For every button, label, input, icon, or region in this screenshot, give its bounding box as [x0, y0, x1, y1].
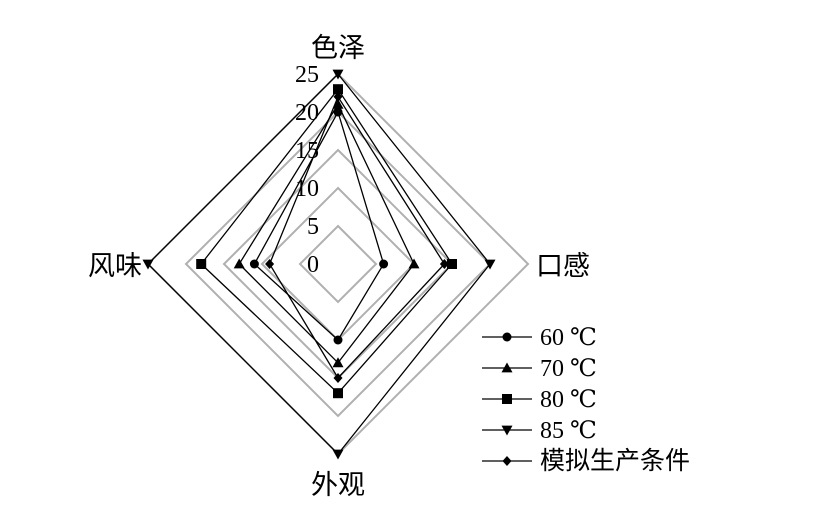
- series-1: [233, 98, 420, 368]
- grid-ring-5: [298, 224, 378, 304]
- data-point: [333, 388, 343, 399]
- legend-marker: [502, 332, 512, 342]
- data-point: [196, 259, 207, 269]
- data-point: [447, 259, 457, 269]
- legend-label: 80 ℃: [540, 387, 597, 413]
- data-point: [332, 357, 344, 368]
- series-2: [196, 84, 457, 399]
- data-point: [249, 259, 259, 269]
- grid-ring-10: [260, 186, 416, 342]
- legend-label: 60 ℃: [540, 325, 597, 351]
- data-point: [332, 69, 344, 80]
- tick-label: 25: [295, 62, 319, 88]
- tick-label: 10: [295, 176, 319, 202]
- data-point: [233, 258, 245, 269]
- data-point: [332, 98, 344, 109]
- series-layer: [142, 69, 496, 460]
- data-point: [333, 84, 343, 95]
- legend-marker: [502, 394, 512, 404]
- data-point: [142, 259, 154, 270]
- data-point: [333, 373, 343, 383]
- axis-label-left: 风味: [88, 251, 142, 282]
- legend-marker: [502, 456, 512, 466]
- axis-label-bottom: 外观: [311, 470, 365, 501]
- data-point: [333, 91, 343, 102]
- grid-ring-20: [184, 110, 492, 418]
- legend-item-4: 模拟生产条件: [482, 446, 690, 475]
- legend-item-0: 60 ℃: [482, 325, 597, 351]
- axis-label-top: 色泽: [311, 33, 365, 64]
- legend-item-1: 70 ℃: [482, 356, 597, 382]
- data-point: [408, 258, 420, 269]
- axis-label-right: 口感: [536, 251, 590, 282]
- data-point: [333, 335, 343, 345]
- legend-item-2: 80 ℃: [482, 387, 597, 413]
- data-point: [379, 259, 389, 269]
- legend-item-3: 85 ℃: [482, 418, 597, 444]
- data-point: [265, 259, 275, 269]
- tick-label: 5: [307, 214, 319, 240]
- legend-label: 85 ℃: [540, 418, 597, 444]
- legend-label: 70 ℃: [540, 356, 597, 382]
- axis-labels: 色泽 口感 外观 风味: [88, 33, 590, 501]
- legend-label: 模拟生产条件: [540, 446, 690, 475]
- legend-marker: [501, 362, 513, 373]
- data-point: [439, 259, 449, 269]
- data-point: [332, 449, 344, 460]
- series-3: [142, 69, 496, 460]
- legend-marker: [501, 425, 513, 436]
- tick-label: 0: [307, 252, 319, 278]
- data-point: [484, 259, 496, 270]
- series-line: [200, 88, 453, 395]
- series-line: [253, 110, 385, 342]
- series-4: [265, 91, 449, 383]
